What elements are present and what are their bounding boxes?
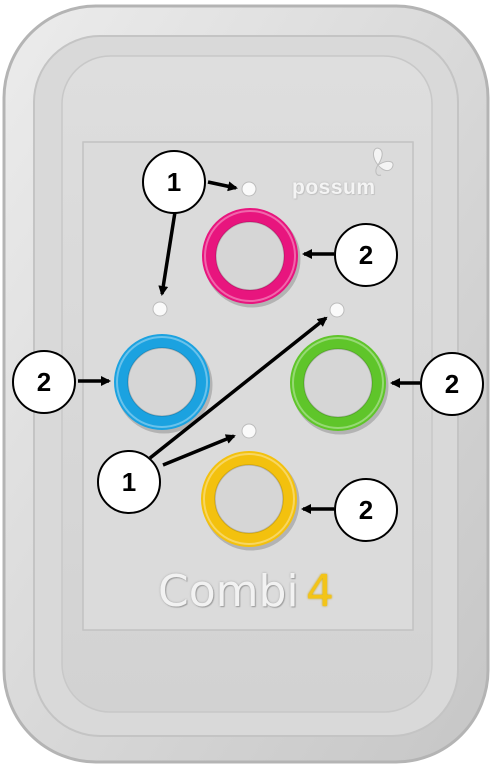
callout-led-top: 1 bbox=[142, 150, 206, 214]
product-number: 4 bbox=[306, 566, 334, 617]
ring-button-yellow[interactable] bbox=[201, 451, 300, 551]
arrow-led-top bbox=[207, 180, 238, 192]
arrow-led-right bbox=[148, 316, 328, 460]
callout-button-magenta: 2 bbox=[334, 223, 398, 287]
butterfly-logo-icon bbox=[373, 147, 394, 176]
led-indicator-top bbox=[241, 181, 257, 197]
callout-button-yellow: 2 bbox=[334, 478, 398, 542]
ring-button-blue[interactable] bbox=[114, 334, 213, 434]
brand-name: possum bbox=[292, 176, 376, 199]
ring-buttons bbox=[114, 208, 389, 551]
callout-button-green: 2 bbox=[420, 352, 484, 416]
led-indicator-left bbox=[152, 301, 168, 317]
arrow-led-bottom bbox=[162, 434, 236, 467]
callout-button-blue: 2 bbox=[12, 350, 76, 414]
product-name: Combi bbox=[158, 566, 299, 617]
led-indicator-right bbox=[329, 302, 345, 318]
ring-button-green[interactable] bbox=[290, 335, 389, 435]
callout-led-bottom: 1 bbox=[97, 450, 161, 514]
arrow-led-left bbox=[158, 211, 177, 296]
led-indicator-bottom bbox=[241, 423, 257, 439]
ring-button-magenta[interactable] bbox=[202, 208, 301, 308]
